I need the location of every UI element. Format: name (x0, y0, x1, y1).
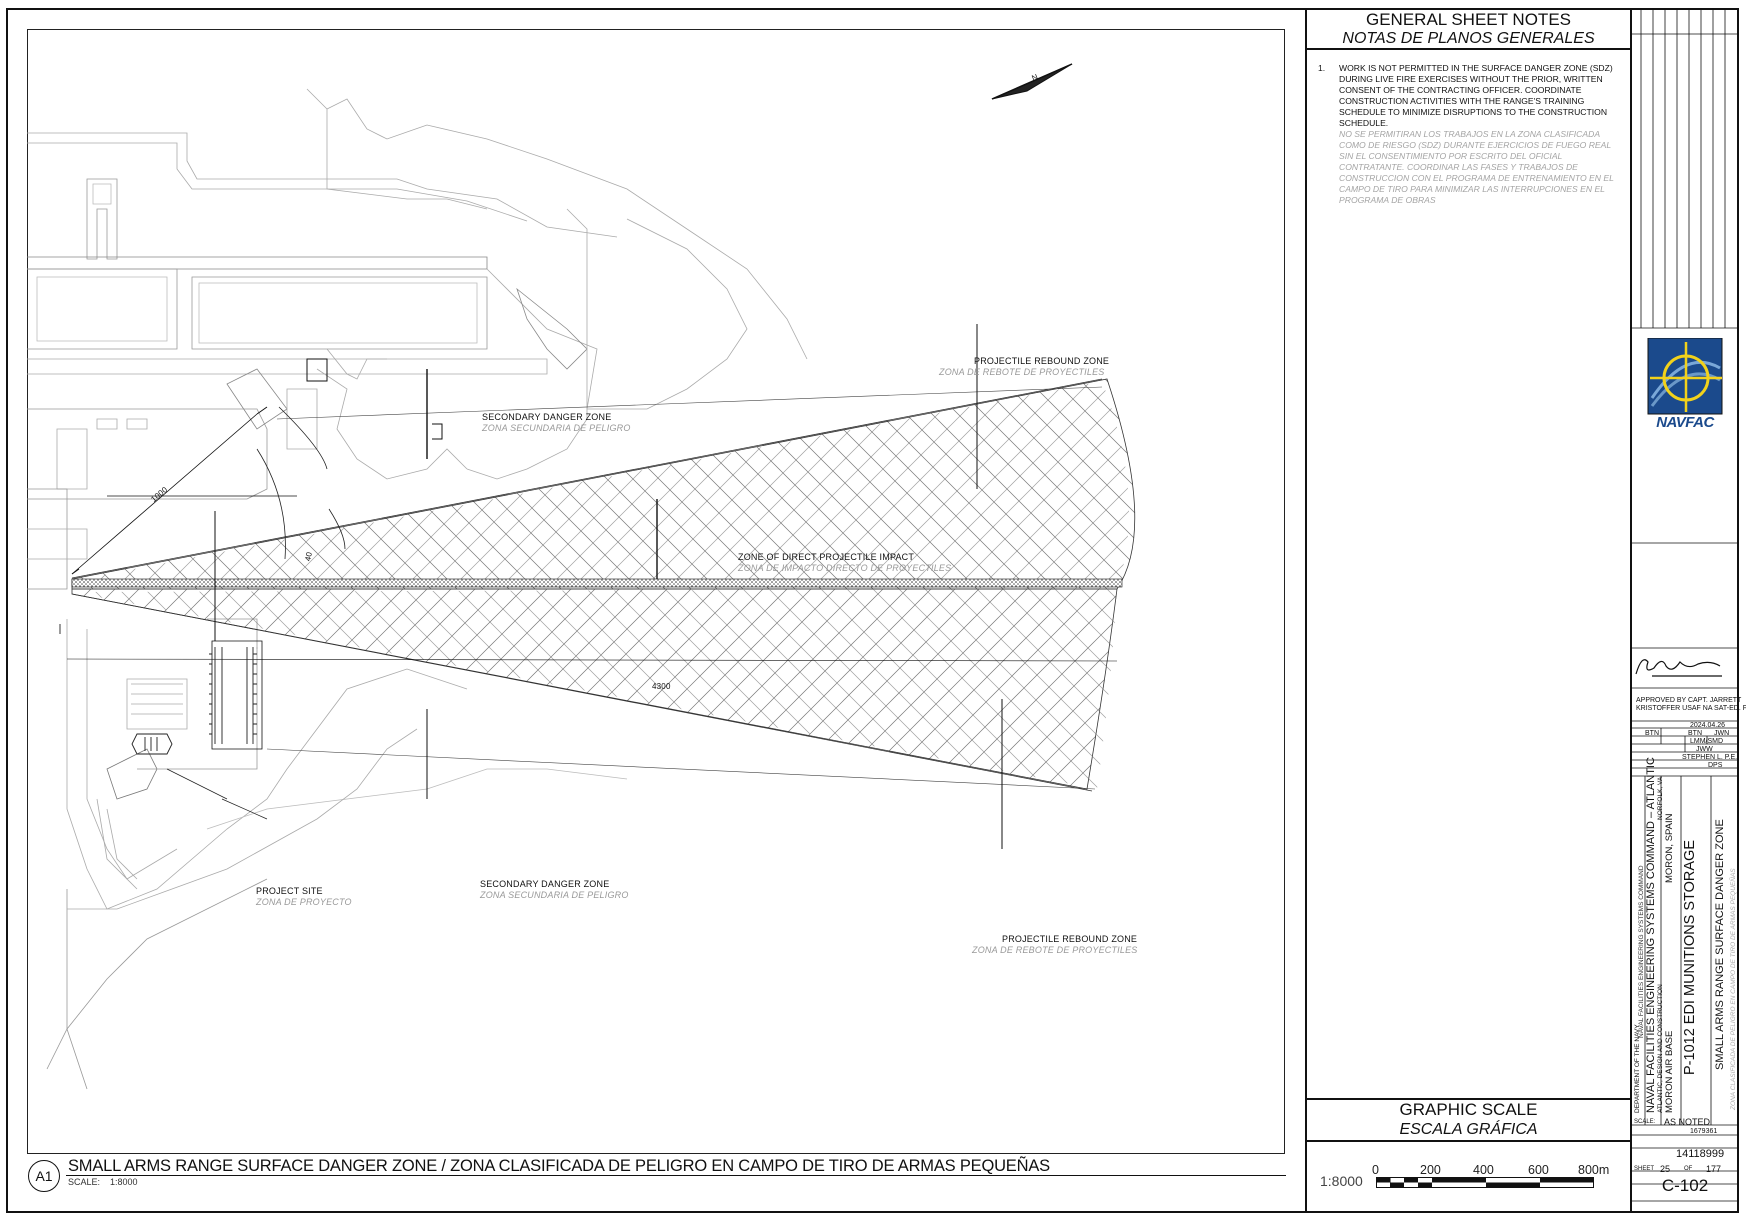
graphic-scale-header: GRAPHIC SCALE ESCALA GRÁFICA (1306, 1100, 1631, 1140)
initials-3: JWN (1714, 730, 1730, 737)
command-name-2: NAVAL FACILITIES ENGINEERING SYSTEMS COM… (1645, 757, 1657, 1113)
scale-label: SCALE: (1634, 1119, 1656, 1125)
notes-panel-left-border (1305, 8, 1307, 1213)
detail-title-underline (66, 1175, 1286, 1176)
detail-title: SMALL ARMS RANGE SURFACE DANGER ZONE / Z… (68, 1157, 1050, 1175)
base-name: MORON AIR BASE (1664, 1030, 1675, 1113)
drawing-sheet-border (6, 8, 1739, 1213)
approval-line-2: KRISTOFFER USAF NA SAT-ED. FORM (1636, 705, 1746, 712)
note-number: 1. (1318, 63, 1326, 73)
location-1: NORFOLK, VA (1657, 776, 1664, 820)
label-project-site: PROJECT SITE ZONA DE PROYECTO (256, 886, 352, 907)
checked-by: LMM/SMD (1690, 738, 1724, 745)
dimension-40: 40 (303, 551, 314, 562)
label-secondary-zone-top: SECONDARY DANGER ZONE ZONA SECUNDARIA DE… (482, 412, 631, 433)
sheet-total: 177 (1706, 1164, 1722, 1174)
command-name-1: NAVAL FACILITIES ENGINEERING SYSTEMS COM… (1638, 865, 1645, 1038)
graphic-scale-divider-top (1306, 1098, 1631, 1100)
country-name: MORON, SPAIN (1664, 813, 1675, 884)
scale-tick-200: 200 (1420, 1163, 1441, 1177)
spec-number: 1679361 (1690, 1128, 1718, 1135)
navfac-logo-text: NAVFAC (1656, 414, 1714, 431)
navfac-logo: NAVFAC (1646, 337, 1724, 434)
sheet-id: C-102 (1661, 1176, 1709, 1195)
graphic-scale-title: GRAPHIC SCALE (1399, 1100, 1538, 1119)
detail-scale: SCALE:1:8000 (68, 1177, 138, 1187)
site-plan-drawing (27, 29, 1285, 1154)
initials-2: BTN (1688, 730, 1702, 737)
label-direct-impact-zone: ZONE OF DIRECT PROJECTILE IMPACT ZONA DE… (738, 552, 952, 573)
graphic-scale-title-es: ESCALA GRÁFICA (1399, 1121, 1538, 1138)
engineer: STEPHEN L. P.E. (1682, 754, 1738, 761)
drawing-number: 14118999 (1676, 1148, 1725, 1160)
title-block-grid (1631, 8, 1739, 1202)
sheet-label: SHEET (1634, 1166, 1655, 1172)
signature (1635, 659, 1722, 677)
scale-tick-400: 400 (1473, 1163, 1494, 1177)
note-text-es: NO SE PERMITIRAN LOS TRABAJOS EN LA ZONA… (1339, 129, 1614, 205)
project-name: P-1012 EDI MUNITIONS STORAGE (1682, 839, 1698, 1075)
sheet-title-es: ZONA CLASIFICADA DE PELIGRO EN CAMPO DE … (1730, 868, 1737, 1110)
date-value: 2024.04.26 (1690, 722, 1726, 729)
note-text-en: WORK IS NOT PERMITTED IN THE SURFACE DAN… (1339, 63, 1613, 128)
initials-1: BTN (1645, 730, 1659, 737)
title-block-left-border (1630, 8, 1632, 1213)
notes-header: GENERAL SHEET NOTES NOTAS DE PLANOS GENE… (1306, 10, 1631, 48)
notes-header-divider (1306, 48, 1631, 50)
scale-tick-0: 0 (1372, 1163, 1379, 1177)
dimension-4300: 4300 (652, 682, 671, 691)
label-rebound-zone-bottom: PROJECTILE REBOUND ZONE ZONA DE REBOTE D… (972, 934, 1138, 955)
graphic-scale-bar (1376, 1177, 1594, 1188)
of-label: OF (1684, 1166, 1693, 1172)
reviewer: JWW (1696, 746, 1713, 753)
detail-bubble: A1 (28, 1160, 60, 1192)
north-arrow (991, 63, 1073, 100)
scale-value: AS NOTED (1664, 1117, 1711, 1127)
label-secondary-zone-bottom: SECONDARY DANGER ZONE ZONA SECUNDARIA DE… (480, 879, 629, 900)
scale-tick-800: 800m (1578, 1163, 1610, 1177)
sheet-number: 25 (1660, 1164, 1671, 1174)
notes-title-es: NOTAS DE PLANOS GENERALES (1342, 30, 1595, 47)
graphic-scale-divider-bottom (1306, 1140, 1631, 1142)
label-rebound-zone-top: PROJECTILE REBOUND ZONE ZONA DE REBOTE D… (939, 356, 1110, 377)
designer: DPS (1708, 762, 1723, 769)
sheet-title-en: SMALL ARMS RANGE SURFACE DANGER ZONE (1714, 819, 1726, 1070)
scale-tick-600: 600 (1528, 1163, 1549, 1177)
notes-title: GENERAL SHEET NOTES (1366, 10, 1571, 29)
graphic-scale-ratio: 1:8000 (1320, 1173, 1363, 1189)
approval-line-1: APPROVED BY CAPT. JARRETT (1636, 697, 1742, 704)
note-item: 1. WORK IS NOT PERMITTED IN THE SURFACE … (1318, 63, 1626, 206)
division-name: ATLANTIC, DESIGN AND CONSTRUCTION (1657, 984, 1664, 1113)
